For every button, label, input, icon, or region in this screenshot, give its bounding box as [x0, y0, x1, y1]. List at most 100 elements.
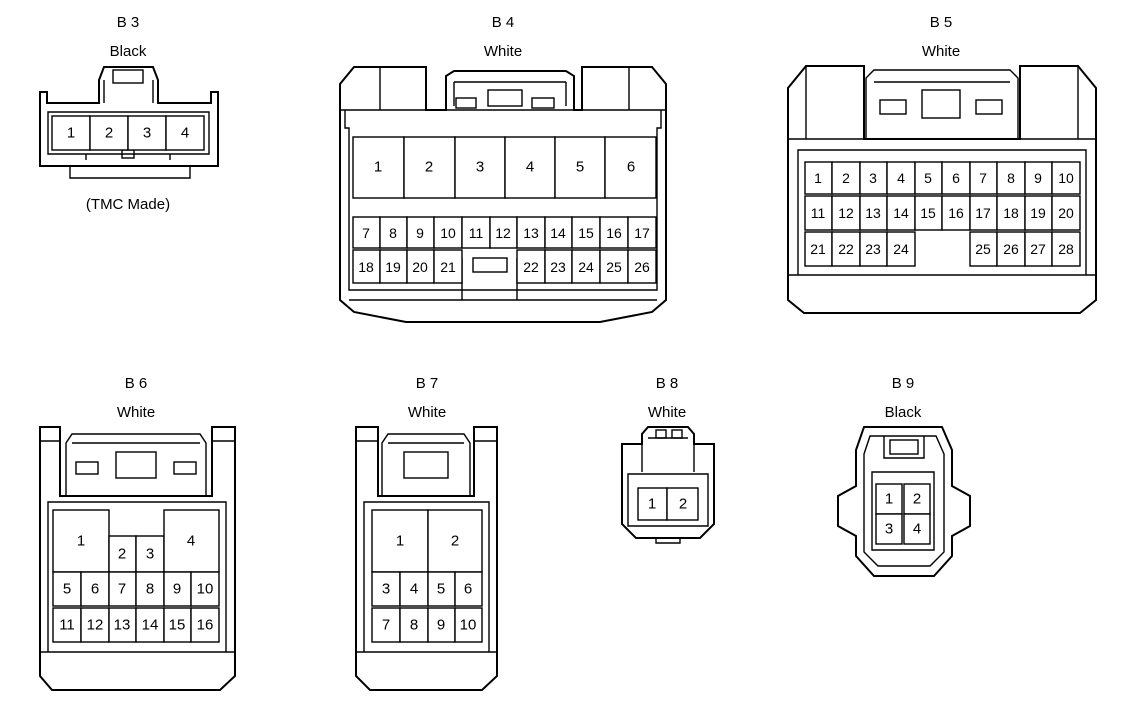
connector-b5-housing [787, 65, 1097, 314]
pin-label: 13 [523, 225, 539, 241]
pin-cell [571, 216, 601, 249]
pin-cell [831, 195, 861, 231]
pin-cell [604, 136, 657, 199]
connector-b7-pins: 1 2 3 4 5 6 7 8 9 10 [371, 509, 483, 643]
pin-label: 24 [578, 259, 594, 275]
connector-b8-id: B 8 [656, 375, 679, 392]
pin-label: 1 [396, 533, 404, 550]
pin-label: 22 [523, 259, 539, 275]
pin-label: 12 [495, 225, 511, 241]
connector-b9-color: Black [885, 404, 922, 421]
pin-cell [80, 607, 110, 643]
pin-label: 9 [416, 225, 424, 241]
connector-b8-housing [621, 426, 715, 544]
pin-label: 1 [814, 170, 822, 186]
pin-label: 12 [838, 205, 854, 221]
pin-cell [379, 249, 408, 284]
pin-label: 10 [1058, 170, 1074, 186]
pin-cell [165, 115, 205, 151]
pin-label: 26 [634, 259, 650, 275]
pin-label: 3 [382, 581, 390, 598]
pin-label: 3 [146, 546, 154, 563]
pin-label: 1 [67, 125, 75, 142]
pin-label: 16 [606, 225, 622, 241]
pin-cell [914, 195, 943, 231]
connector-b3: B 3 Black 1 2 3 4 (TMC Made) [39, 14, 219, 213]
pin-label: 11 [59, 617, 75, 634]
pin-label: 10 [197, 581, 214, 598]
connector-b6-id: B 6 [125, 375, 148, 392]
pin-label: 27 [1030, 241, 1046, 257]
pin-label: 13 [865, 205, 881, 221]
pin-cell [1051, 195, 1081, 231]
pin-cell [163, 571, 192, 607]
pin-cell [571, 249, 601, 284]
pin-cell [135, 571, 165, 607]
pin-cell [454, 571, 483, 607]
pin-cell [969, 231, 998, 267]
pin-label: 9 [1034, 170, 1042, 186]
pin-cell [433, 216, 463, 249]
connector-b6-housing [39, 426, 236, 691]
pin-label: 23 [550, 259, 566, 275]
pin-cell [859, 231, 888, 267]
connector-b3-housing [39, 66, 219, 179]
pin-label: 11 [469, 225, 484, 241]
pin-label: 25 [975, 241, 991, 257]
pin-label: 6 [464, 581, 472, 598]
pin-label: 5 [576, 159, 584, 176]
pin-cell [599, 249, 629, 284]
connector-b5-id: B 5 [930, 14, 953, 31]
pin-label: 4 [181, 125, 189, 142]
connector-b5-pins: 1 2 3 4 5 6 7 8 9 10 11 12 13 14 15 16 [804, 161, 1081, 267]
connector-b7-color: White [408, 404, 446, 421]
pin-cell [190, 607, 220, 643]
connector-b6-pins: 1 2 3 4 5 6 7 8 9 10 11 12 13 14 [52, 509, 220, 643]
pin-cell [886, 195, 916, 231]
connector-b6: B 6 White 1 2 3 4 [39, 375, 236, 691]
connector-b7-id: B 7 [416, 375, 439, 392]
pin-label: 18 [1003, 205, 1019, 221]
connector-b9-pins: 1 2 3 4 [875, 483, 931, 545]
pin-cell [427, 607, 456, 643]
pin-label: 9 [173, 581, 181, 598]
pin-cell [996, 161, 1026, 195]
pin-cell [461, 216, 491, 249]
pin-label: 3 [885, 521, 893, 538]
pin-label: 3 [869, 170, 877, 186]
pin-label: 4 [526, 159, 534, 176]
pin-label: 7 [362, 225, 370, 241]
pin-cell [371, 571, 401, 607]
pin-cell [163, 607, 192, 643]
pin-cell [875, 513, 903, 545]
pin-label: 2 [679, 496, 687, 513]
connector-b3-pins: 1 2 3 4 [51, 115, 205, 151]
pin-label: 1 [885, 491, 893, 508]
pin-label: 26 [1003, 241, 1019, 257]
pin-label: 5 [63, 581, 71, 598]
pin-label: 13 [114, 617, 131, 634]
pin-label: 7 [382, 617, 390, 634]
connector-b5: B 5 White 1 2 3 4 [787, 14, 1097, 314]
pin-label: 8 [1007, 170, 1015, 186]
pin-label: 8 [410, 617, 418, 634]
pin-cell [903, 483, 931, 515]
pin-cell [941, 195, 971, 231]
pin-label: 6 [952, 170, 960, 186]
pin-label: 7 [118, 581, 126, 598]
pin-label: 5 [924, 170, 932, 186]
pin-label: 1 [374, 159, 382, 176]
pin-label: 9 [437, 617, 445, 634]
connector-b4-id: B 4 [492, 14, 515, 31]
pin-cell [108, 607, 137, 643]
pin-cell [914, 161, 943, 195]
pin-label: 6 [627, 159, 635, 176]
pin-label: 3 [143, 125, 151, 142]
pin-cell [627, 249, 657, 284]
pin-cell [804, 231, 833, 267]
pin-cell [135, 607, 165, 643]
connector-b9-id: B 9 [892, 375, 915, 392]
pin-cell [399, 607, 429, 643]
pin-label: 2 [842, 170, 850, 186]
pin-label: 8 [389, 225, 397, 241]
